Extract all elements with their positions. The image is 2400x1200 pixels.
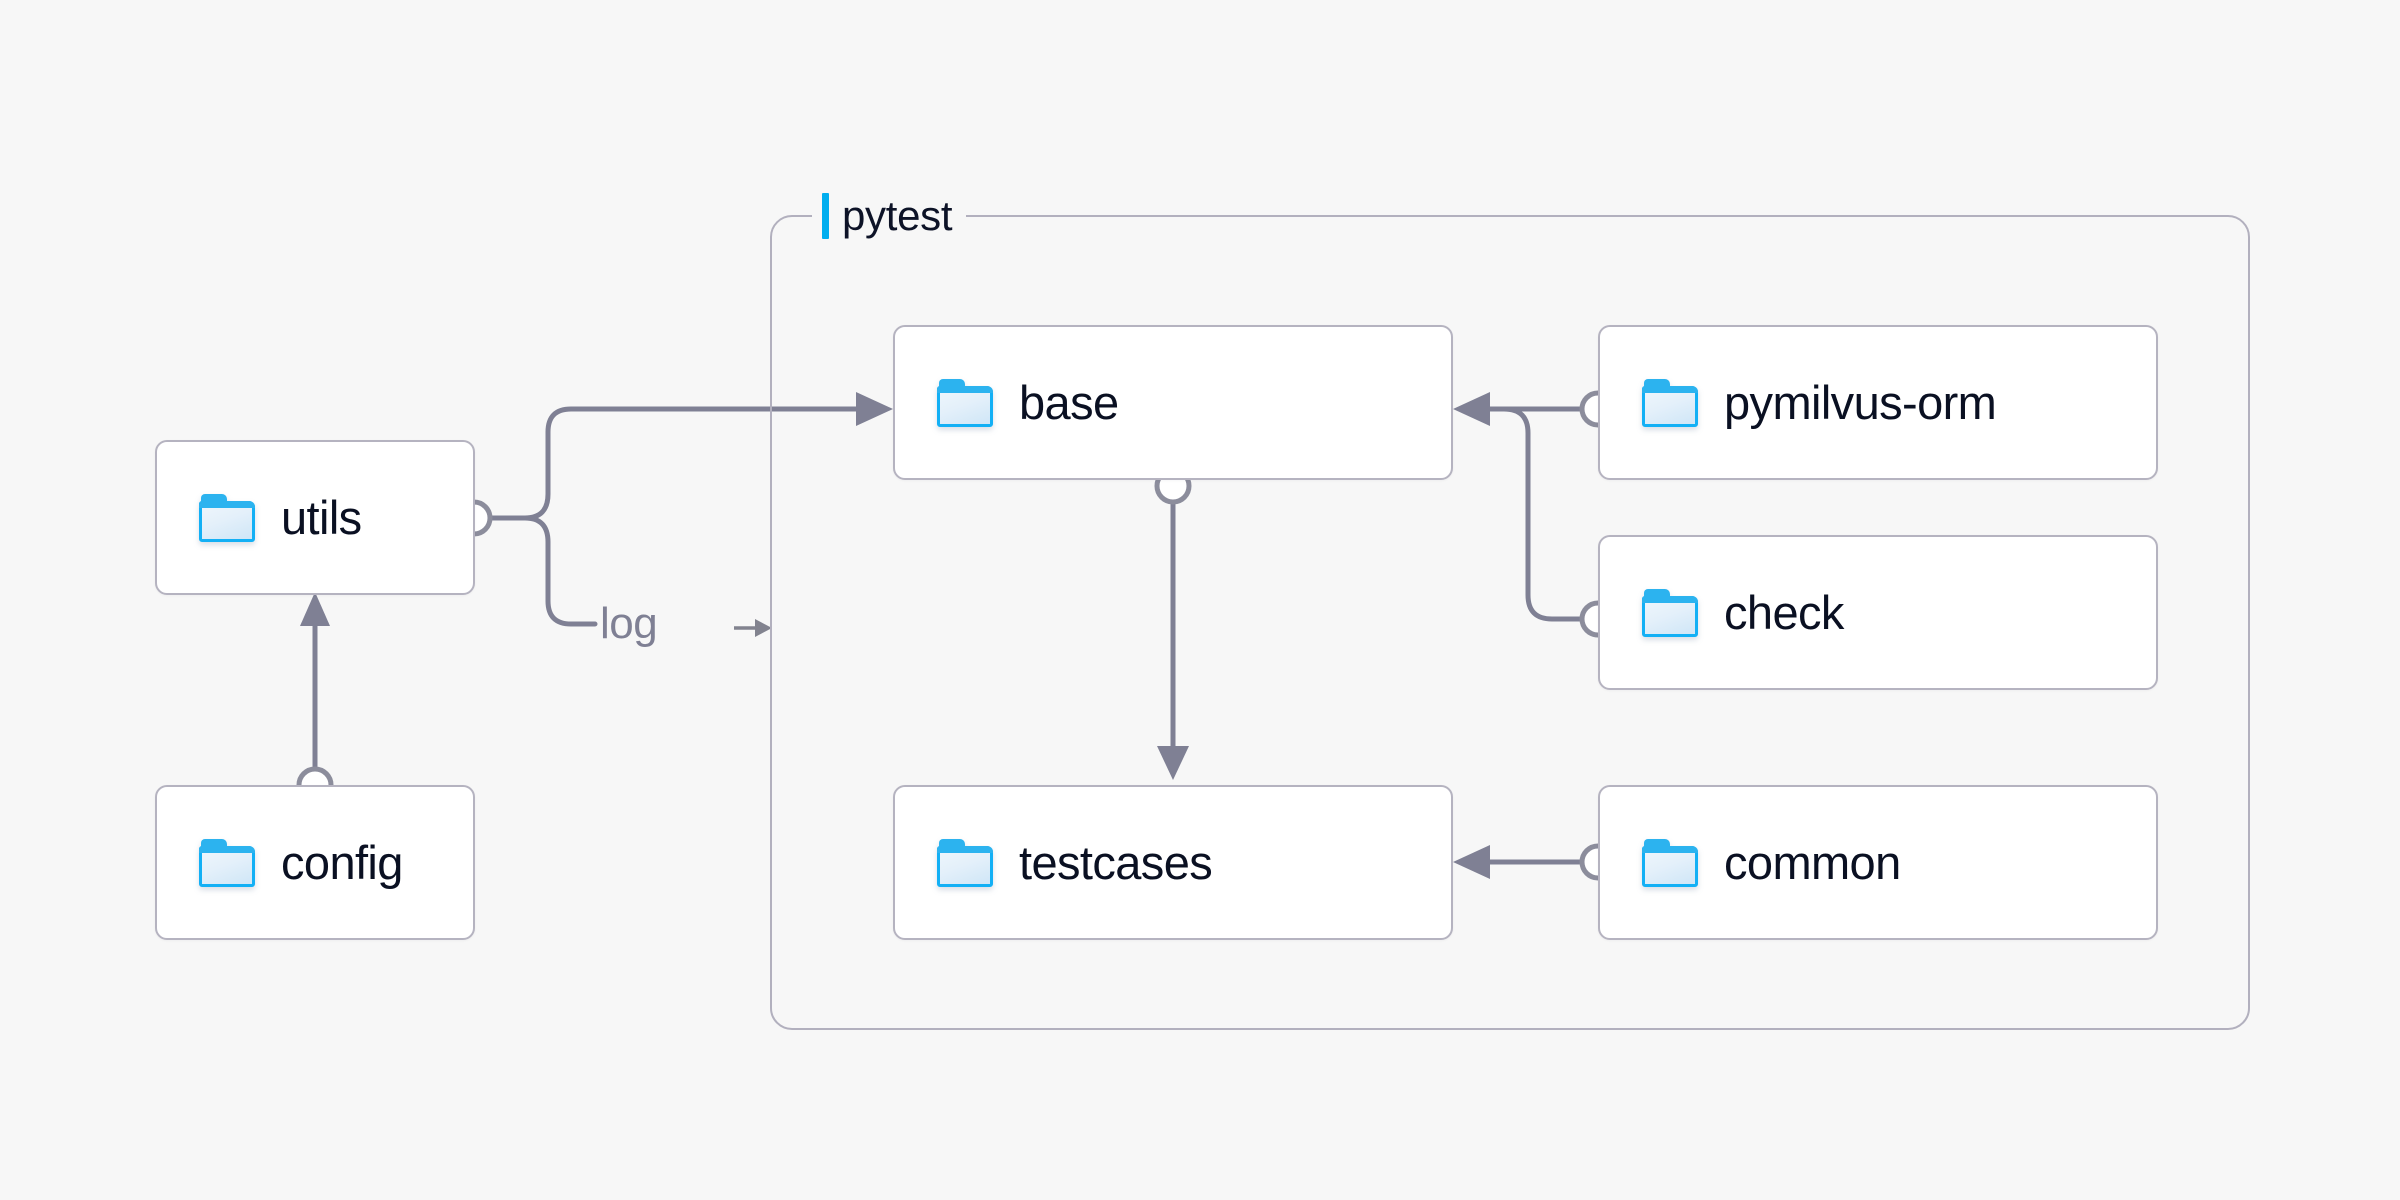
node-check-label: check — [1724, 586, 1844, 639]
arrowhead-config-utils — [300, 592, 330, 626]
group-pytest[interactable] — [770, 215, 2250, 1030]
folder-icon — [937, 838, 993, 887]
node-config-label: config — [281, 836, 403, 889]
node-utils[interactable]: utils — [155, 440, 475, 595]
folder-icon — [1642, 378, 1698, 427]
node-testcases[interactable]: testcases — [893, 785, 1453, 940]
accent-bar-icon — [822, 193, 829, 239]
group-pytest-label-text: pytest — [842, 192, 953, 239]
edge-log-arrow — [734, 619, 772, 637]
node-utils-label: utils — [281, 491, 362, 544]
node-base[interactable]: base — [893, 325, 1453, 480]
node-pymilvus-orm-label: pymilvus-orm — [1724, 376, 1997, 429]
node-pymilvus-orm[interactable]: pymilvus-orm — [1598, 325, 2158, 480]
edge-utils-log — [489, 515, 598, 627]
node-testcases-label: testcases — [1019, 836, 1213, 889]
node-base-label: base — [1019, 376, 1119, 429]
edge-label-log: log — [600, 599, 658, 648]
folder-icon — [199, 493, 255, 542]
folder-icon — [1642, 588, 1698, 637]
node-check[interactable]: check — [1598, 535, 2158, 690]
edge-path-utils-log — [489, 515, 598, 627]
node-common[interactable]: common — [1598, 785, 2158, 940]
edge-config-utils — [296, 592, 334, 804]
group-pytest-label: pytest — [812, 190, 967, 242]
node-common-label: common — [1724, 836, 1901, 889]
folder-icon — [937, 378, 993, 427]
folder-icon — [199, 838, 255, 887]
node-config[interactable]: config — [155, 785, 475, 940]
folder-icon — [1642, 838, 1698, 887]
